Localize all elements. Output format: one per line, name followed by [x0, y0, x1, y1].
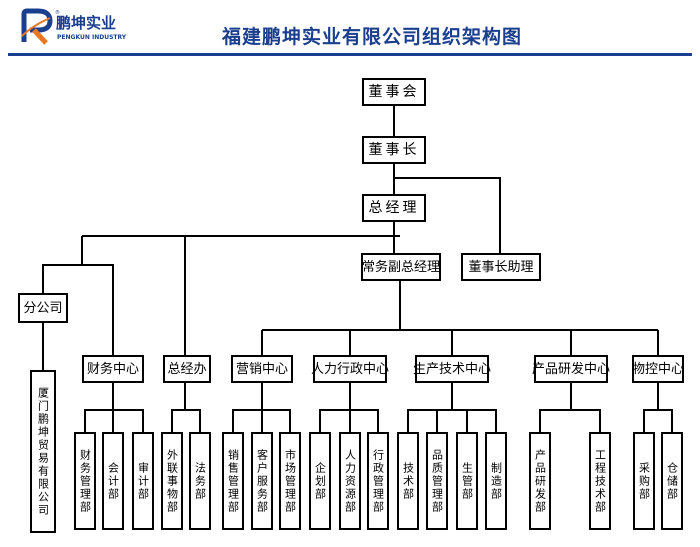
finance-management-dept: 财务管理部: [74, 432, 96, 530]
logo-mark-icon: [21, 8, 53, 45]
sales-management-dept: 销售管理部: [222, 432, 244, 530]
general-manager-box: 总经理: [362, 194, 426, 222]
gm-office-box: 总经办: [163, 355, 211, 383]
customer-service-dept: 客户服务部: [251, 432, 273, 530]
registered-mark: ®: [55, 10, 60, 16]
external-affairs-dept: 外联事物部: [161, 432, 183, 530]
header-divider: [8, 53, 692, 56]
board-box: 董事会: [362, 78, 426, 106]
logo-text: 鹏坤实业: [56, 14, 117, 32]
warehouse-dept: 仓储部: [661, 432, 683, 530]
production-management-dept: 生管部: [456, 432, 478, 530]
chairman-assistant-box: 董事长助理: [461, 253, 541, 281]
market-management-dept: 市场管理部: [279, 432, 301, 530]
logistics-center-box: 物控中心: [632, 355, 684, 383]
technology-dept: 技术部: [397, 432, 419, 530]
branch-company-box: 厦门鹏坤贸易有限公司: [30, 370, 56, 533]
hr-admin-center-box: 人力行政中心: [311, 355, 389, 383]
branch-box: 分公司: [18, 293, 68, 323]
manufacturing-dept: 制造部: [485, 432, 507, 530]
accounting-dept: 会计部: [102, 432, 124, 530]
purchasing-dept: 采购部: [633, 432, 655, 530]
hr-dept: 人力资源部: [339, 432, 361, 530]
rd-center-box: 产品研发中心: [532, 355, 610, 383]
admin-management-dept: 行政管理部: [367, 432, 389, 530]
page-title: 福建鹏坤实业有限公司组织架构图: [222, 26, 523, 48]
quality-management-dept: 品质管理部: [426, 432, 448, 530]
legal-dept: 法务部: [189, 432, 211, 530]
audit-dept: 审计部: [132, 432, 154, 530]
chairman-box: 董事长: [362, 136, 426, 164]
product-rd-dept: 产品研发部: [529, 432, 551, 530]
engineering-tech-dept: 工程技术部: [589, 432, 611, 530]
company-logo: ® 鹏坤实业 PENGKUN INDUSTRY: [20, 8, 140, 48]
logo-subtext: PENGKUN INDUSTRY: [57, 34, 127, 41]
planning-dept: 企划部: [309, 432, 331, 530]
finance-center-box: 财务中心: [82, 355, 144, 383]
production-tech-center-box: 生产技术中心: [413, 355, 491, 383]
executive-deputy-gm-box: 常务副总经理: [361, 253, 441, 281]
marketing-center-box: 营销中心: [231, 355, 293, 383]
